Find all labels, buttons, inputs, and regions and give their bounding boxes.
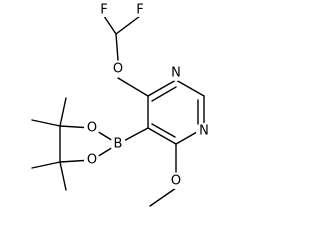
bond-n3-c2 <box>175 79 205 97</box>
bond-c6-c5-double <box>151 123 176 138</box>
bond-c4-n3 <box>147 79 177 97</box>
atom-oxygen-dioxaborolane-bottom: O <box>84 152 100 168</box>
atom-nitrogen-top: N <box>168 65 184 81</box>
atom-nitrogen-bottom: N <box>196 123 212 139</box>
atom-oxygen-dioxaborolane-top: O <box>84 120 100 136</box>
bond-c4-n3-double <box>151 86 177 102</box>
bond-c6-c5 <box>147 127 177 145</box>
bond-methyl-upper-left <box>31 119 61 127</box>
nitrogen-label: N <box>171 66 181 81</box>
atom-oxygen-methoxy: O <box>168 173 184 189</box>
bond-methyl-lower-down <box>59 161 67 191</box>
bond-f-right-to-chf2 <box>115 15 141 35</box>
nitrogen-label: N <box>199 124 209 139</box>
oxygen-label: O <box>87 153 97 168</box>
oxygen-label: O <box>87 121 97 136</box>
atom-fluorine-left: F <box>97 3 111 18</box>
oxygen-label: O <box>171 174 181 189</box>
bond-methoxy-oxygen-to-methyl <box>149 187 177 207</box>
bond-methyl-lower-left <box>31 161 61 169</box>
oxygen-label: O <box>113 62 123 77</box>
bond-ether-oxygen-to-ring <box>117 77 149 97</box>
bond-chf2-to-ether-oxygen <box>115 33 119 61</box>
atom-oxygen-ether: O <box>110 61 126 77</box>
bond-f-left-to-chf2 <box>103 15 117 35</box>
chemical-structure-diagram: F F O N N B O O O <box>31 2 212 207</box>
atom-fluorine-right: F <box>133 3 147 18</box>
bond-methyl-upper-up <box>59 97 67 127</box>
boron-label: B <box>114 137 123 152</box>
atom-boron: B <box>110 136 126 152</box>
fluorine-label: F <box>100 3 107 18</box>
fluorine-label: F <box>136 3 143 18</box>
